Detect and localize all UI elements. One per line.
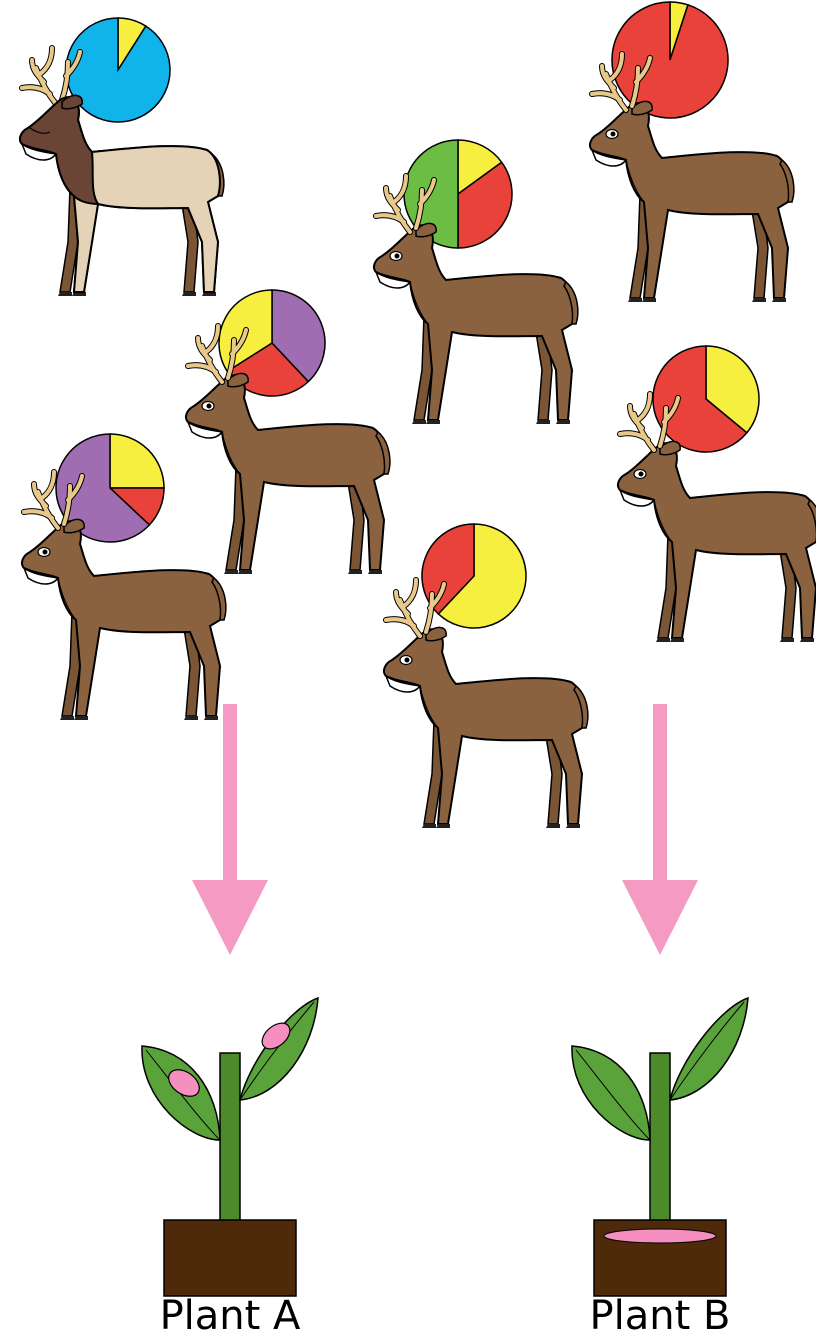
pie-slice-red: [612, 2, 728, 118]
deer-center-top: [374, 140, 578, 424]
deer-middle-right: [618, 346, 816, 642]
elk: [20, 18, 224, 296]
deer-middle-right-diet-pie: [653, 346, 759, 452]
pie-slice-yellow: [110, 434, 164, 488]
elk-diet-pie: [66, 18, 170, 122]
deer-center-bottom: [384, 524, 588, 828]
deer-middle-left: [186, 290, 390, 574]
plant-a-label: Plant A: [130, 1294, 330, 1338]
deer-left: [22, 434, 226, 720]
stem: [220, 1053, 240, 1223]
plant-a: [142, 998, 318, 1296]
plants-group: [142, 998, 748, 1296]
arrow-to-plant-a: [192, 704, 268, 955]
right-leaf: [670, 998, 748, 1100]
animals-group: [20, 2, 816, 828]
deer-top-right: [590, 2, 794, 302]
deer-center-bottom-diet-pie: [422, 524, 526, 628]
pie-slice-blue: [66, 18, 170, 122]
deer-top-right-diet-pie: [612, 2, 728, 118]
soil-spot: [604, 1229, 716, 1243]
arrow-to-plant-b: [622, 704, 698, 955]
plant-b-label: Plant B: [560, 1294, 760, 1338]
right-leaf: [240, 998, 318, 1100]
soil-pot: [164, 1220, 296, 1296]
stem: [650, 1053, 670, 1223]
plant-b: [572, 998, 748, 1296]
